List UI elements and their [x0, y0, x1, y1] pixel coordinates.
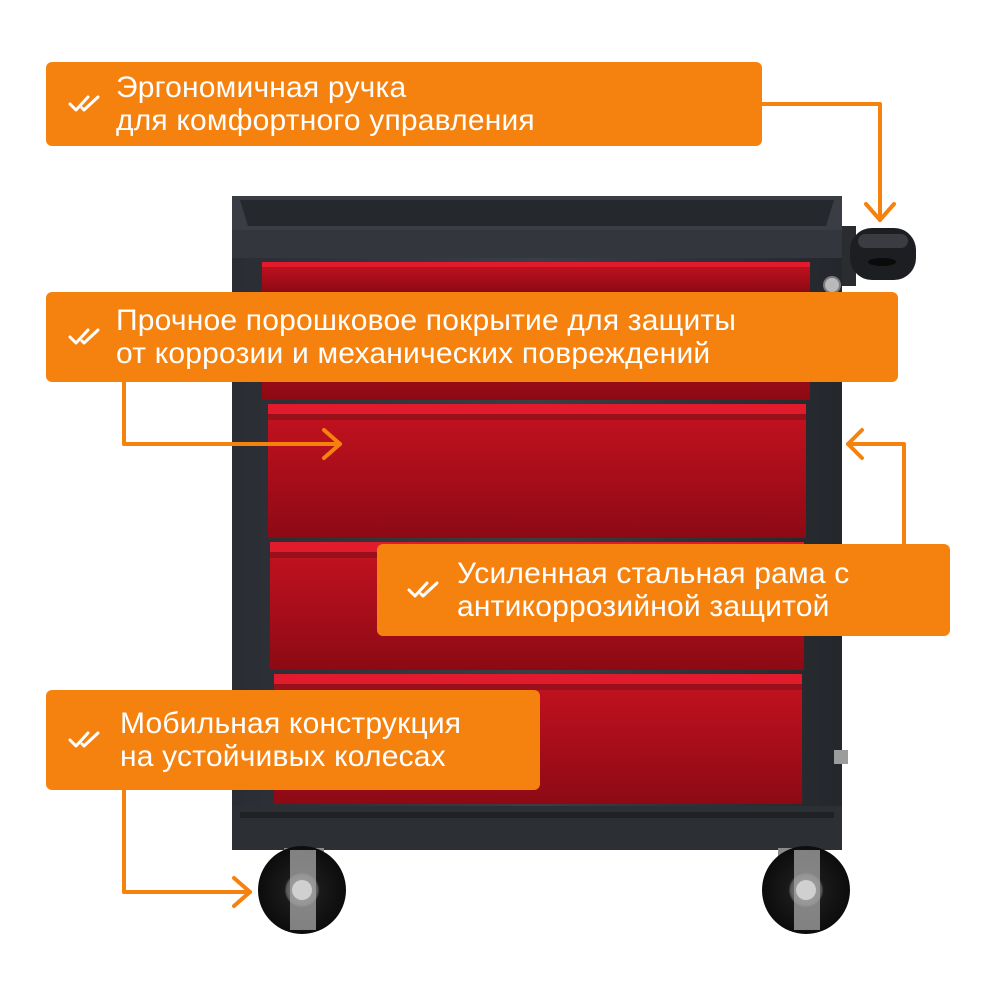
double-check-icon: [68, 731, 100, 748]
callout-line-2: для комфортного управления: [116, 104, 535, 137]
left-wheel: [258, 846, 346, 934]
callout-line-2: на устойчивых колесах: [120, 740, 446, 773]
callout-line-1: Усиленная стальная рама с: [457, 557, 850, 590]
callout-wheels: Мобильная конструкция на устойчивых коле…: [46, 690, 540, 790]
top-tray: [232, 196, 842, 232]
callout-text: Усиленная стальная рама с антикоррозийно…: [457, 557, 849, 623]
arrow-handle: [760, 102, 882, 222]
double-check-icon: [68, 95, 100, 112]
right-wheel: [762, 846, 850, 934]
callout-line-1: Мобильная конструкция: [120, 707, 462, 740]
callout-line-2: от коррозии и механических повреждений: [116, 337, 711, 370]
callout-line-2: антикоррозийной защитой: [457, 590, 830, 623]
arrow-wheels: [122, 788, 252, 894]
arrow-frame: [846, 442, 906, 546]
callout-line-1: Прочное порошковое покрытие для защиты: [116, 304, 737, 337]
double-check-icon: [68, 328, 100, 345]
callout-text: Эргономичная ручка для комфортного управ…: [116, 71, 535, 137]
drawer-1: [262, 262, 810, 292]
arrow-coating: [122, 380, 342, 446]
callout-text: Мобильная конструкция на устойчивых коле…: [120, 707, 461, 773]
double-check-icon: [407, 581, 439, 598]
callout-text: Прочное порошковое покрытие для защиты о…: [116, 304, 736, 370]
drawer-3: [268, 404, 806, 538]
lock-icon: [823, 276, 841, 294]
callout-frame: Усиленная стальная рама с антикоррозийно…: [377, 544, 950, 636]
callout-handle: Эргономичная ручка для комфортного управ…: [46, 62, 762, 146]
side-handle: [842, 226, 916, 286]
callout-line-1: Эргономичная ручка: [116, 71, 407, 104]
callout-coating: Прочное порошковое покрытие для защиты о…: [46, 292, 898, 382]
